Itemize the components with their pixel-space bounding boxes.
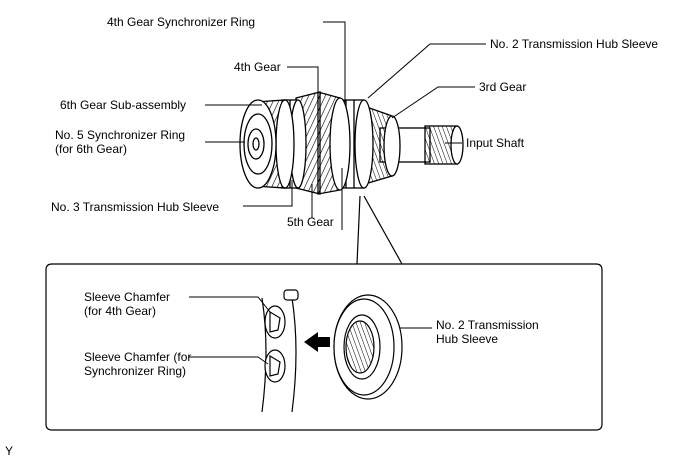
label-no2-transmission-hub-sleeve: No. 2 Transmission Hub Sleeve: [490, 37, 659, 51]
direction-arrow: [304, 332, 330, 352]
sixth-gear-part: [239, 99, 295, 189]
label-no3-transmission-hub-sleeve: No. 3 Transmission Hub Sleeve: [51, 200, 220, 214]
ring-detail: [333, 294, 403, 400]
label-4th-gear: 4th Gear: [234, 60, 281, 74]
label-sleeve-chamfer-4th-gear: Sleeve Chamfer (for 4th Gear): [84, 290, 171, 318]
label-input-shaft: Input Shaft: [466, 136, 525, 150]
label-4th-gear-synchronizer-ring: 4th Gear Synchronizer Ring: [107, 15, 256, 29]
leader-lines: [205, 21, 486, 230]
detail-leaders: [189, 296, 432, 365]
label-no5-synchronizer-ring: No. 5 Synchronizer Ring (for 6th Gear): [55, 128, 186, 156]
callout: [45, 195, 603, 431]
fourth-gear-part: [317, 91, 351, 195]
label-3rd-gear: 3rd Gear: [479, 80, 527, 94]
figure-code: Y: [5, 444, 14, 458]
sleeve-detail: [261, 289, 299, 413]
label-6th-gear-sub-assembly: 6th Gear Sub-assembly: [60, 98, 187, 112]
label-sleeve-chamfer-synchronizer-ring: Sleeve Chamfer (for Synchronizer Ring): [84, 350, 192, 378]
input-shaft-part: [379, 125, 464, 165]
label-detail-no2-hub-sleeve: No. 2 Transmission Hub Sleeve: [436, 318, 539, 346]
label-5th-gear: 5th Gear: [287, 215, 334, 229]
gear-assembly: [239, 91, 464, 195]
